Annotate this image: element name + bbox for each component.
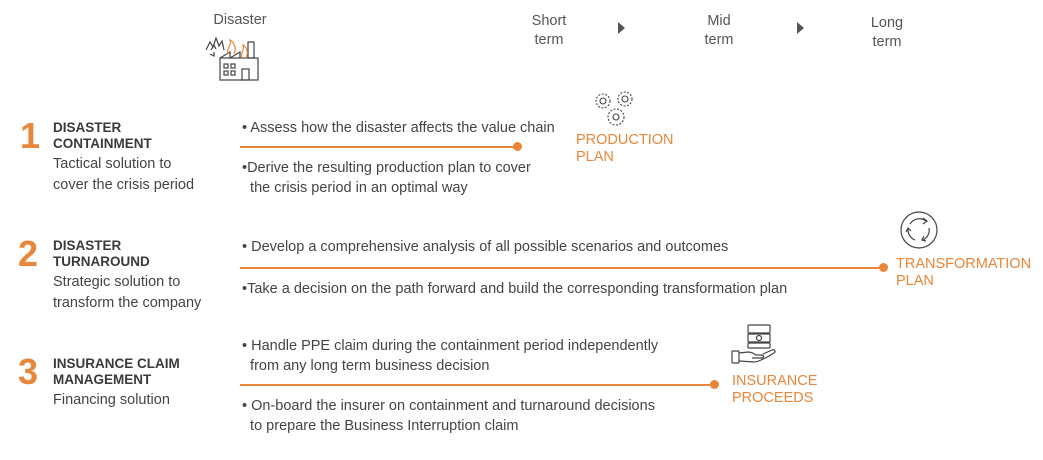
timeline-arrow-2-icon [797, 22, 804, 34]
row-2-subtitle: Strategic solution to transform the comp… [53, 274, 202, 311]
row-3-number: 3 [18, 351, 39, 392]
row-2-timeline-dot [879, 263, 888, 272]
row-3-bullet-top: • Handle PPE claim during the containmen… [242, 338, 659, 374]
row-3-bullet-bottom: • On-board the insurer on containment an… [242, 398, 655, 434]
row-3-timeline-dot [710, 380, 719, 389]
timeline-short-term-label: Short term [531, 13, 567, 48]
row-3-subtitle: Financing solution [53, 392, 170, 408]
cycle-arrows-icon [898, 209, 940, 256]
row-2-bullet-bottom: •Take a decision on the path forward and… [242, 281, 788, 297]
timeline-mid-term-label: Mid term [704, 13, 734, 48]
money-hand-icon [730, 323, 778, 372]
timeline-disaster-label: Disaster [213, 12, 267, 28]
timeline-arrow-1-icon [618, 22, 625, 34]
row-2-outcome: TRANSFORMATION PLAN [896, 256, 1032, 289]
row-3-title: INSURANCE CLAIM MANAGEMENT [53, 356, 180, 387]
gears-icon [592, 89, 640, 134]
row-2-title: DISASTER TURNAROUND [53, 238, 150, 269]
row-3-timeline-line [240, 384, 714, 386]
row-1-bullet-top: • Assess how the disaster affects the va… [242, 120, 555, 136]
row-2-bullet-top: • Develop a comprehensive analysis of al… [242, 239, 729, 255]
row-1-number: 1 [20, 115, 41, 156]
timeline-long-term-label: Long term [870, 15, 904, 50]
row-3-outcome: INSURANCE PROCEEDS [732, 373, 818, 406]
factory-fire-icon [202, 34, 264, 87]
row-1-timeline-line [240, 146, 516, 148]
row-1-title: DISASTER CONTAINMENT [53, 120, 152, 151]
row-2-number: 2 [18, 233, 39, 274]
row-1-subtitle: Tactical solution to cover the crisis pe… [53, 156, 195, 193]
row-2-timeline-line [240, 267, 884, 269]
row-1-timeline-dot [513, 142, 522, 151]
row-1-outcome: PRODUCTION PLAN [576, 132, 674, 165]
row-1-bullet-bottom: •Derive the resulting production plan to… [242, 160, 531, 196]
